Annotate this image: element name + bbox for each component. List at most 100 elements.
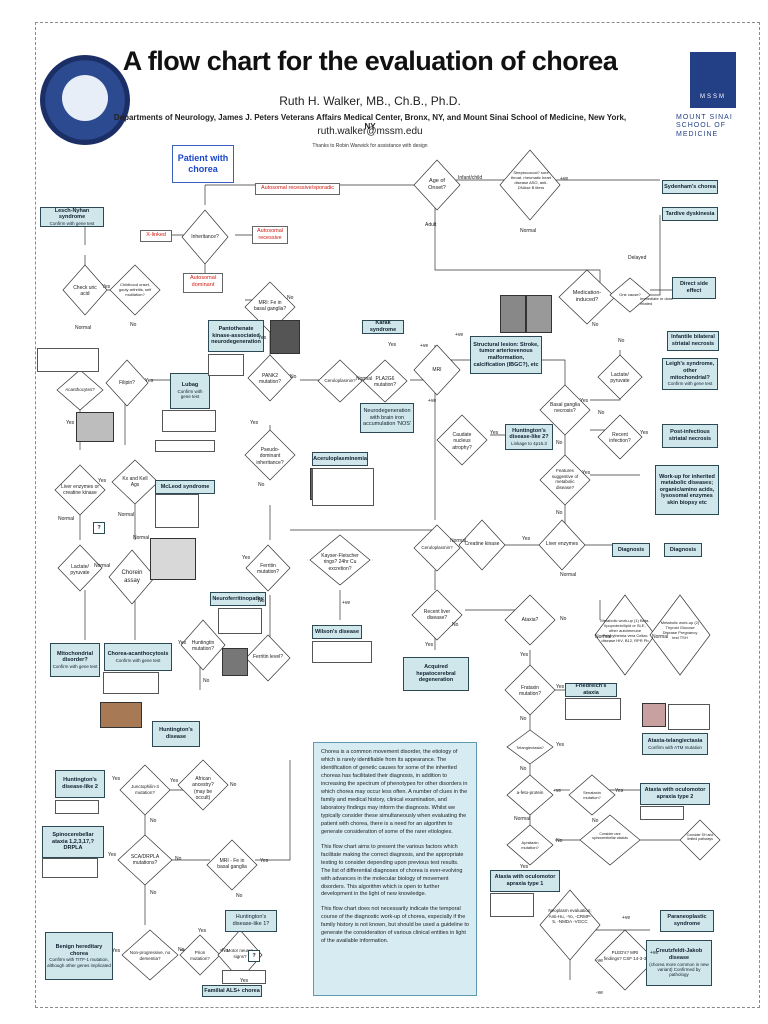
box-x-linked[interactable]: X-linked — [140, 230, 172, 242]
label-no-frataxin: No — [520, 716, 527, 722]
unknown-1-label: ? — [97, 524, 101, 531]
box-autosomal-recessive-sporadic[interactable]: Autosomal recessive/sporadic — [255, 183, 340, 195]
box-hdl2[interactable]: Huntington's disease-like 2?Linkage to 4… — [505, 424, 553, 450]
diamond-sca — [117, 834, 173, 886]
diamond-aprataxin — [506, 824, 554, 866]
diamond-childhood — [109, 264, 161, 316]
box-autosomal-recessive[interactable]: Autosomal recessive — [252, 226, 288, 244]
box-mcleod[interactable]: McLeod syndrome — [155, 480, 215, 494]
box-direct-side-effect[interactable]: Direct side effect — [672, 277, 716, 299]
box-aceruloplasminemia[interactable]: Aceruloplasminemia — [312, 452, 368, 466]
label-normal-cerulo2: Normal — [450, 538, 467, 544]
diamond-huntingtin — [180, 619, 226, 671]
label-yes-aprataxin: Yes — [520, 864, 529, 870]
label-no-telang: No — [520, 766, 527, 772]
bhc-sub: Confirm with TITF-1 mutation, although o… — [47, 957, 111, 968]
box-autosomal-dominant[interactable]: Autosomal dominant — [183, 273, 223, 293]
box-paraneoplastic[interactable]: Paraneoplastic syndrome — [660, 910, 714, 932]
label-normal-cerulo1: Normal — [356, 376, 373, 382]
workup-label: Work-up for inherited metabolic diseases… — [659, 473, 715, 506]
eye-telangiectasia-image — [642, 703, 666, 727]
senataxin-text: Senataxin mutation? — [583, 790, 601, 800]
hdl2-sub: Linkage to 4p16.3 — [511, 440, 547, 446]
label-pos-neoplasm: +ve — [622, 915, 631, 921]
label-yes-pla2g6: Yes — [388, 342, 397, 348]
box-diagnosis-1[interactable]: Diagnosis — [612, 543, 650, 557]
frataxin-text: Frataxin mutation? — [519, 685, 541, 698]
label-pos-kayser: +ve — [342, 600, 351, 606]
diamond-liver1 — [54, 464, 106, 516]
box-familial-als[interactable]: Familial ALS+ chorea — [202, 985, 262, 997]
bhc-title: Benign hereditary chorea — [55, 944, 103, 957]
box-huntington[interactable]: Huntington's disease — [152, 721, 200, 747]
box-friedreich[interactable]: Friedreich's ataxia — [565, 683, 617, 697]
mri-image-structural-1 — [500, 295, 526, 333]
label-no-mri-fe2: No — [236, 893, 243, 899]
box-structural[interactable]: Structural lesion: Stroke, tumor arterio… — [470, 336, 542, 374]
karak-label: Karak syndrome — [369, 320, 397, 333]
kx-kell-text: Kx and Kell Ags — [122, 476, 148, 489]
box-workup[interactable]: Work-up for inherited metabolic diseases… — [655, 465, 719, 515]
box-mitochondrial[interactable]: Mitochondrial disorder?Confirm with gene… — [50, 643, 100, 677]
box-wilson[interactable]: Wilson's disease — [312, 625, 362, 639]
box-aoa1[interactable]: Ataxia with oculomotor apraxia type 1 — [490, 870, 560, 892]
recent-infection-text: Recent infection? — [609, 432, 631, 445]
box-tardive[interactable]: Tardive dyskinesia — [662, 207, 718, 221]
diamond-nonprog — [121, 929, 179, 981]
note-friedreich — [565, 698, 621, 720]
liver2-text: Liver enzymes — [545, 541, 579, 547]
eagle-emblem — [62, 75, 108, 121]
label-infant-child: Infant/child — [458, 175, 483, 181]
diamond-metabolic-workup2 — [649, 594, 711, 676]
label-pos-pleds: +ve — [650, 950, 659, 956]
box-karak[interactable]: Karak syndrome — [362, 320, 404, 334]
label-neg-pleds: -ve — [596, 990, 603, 996]
label-normal-strep: Normal — [520, 228, 537, 234]
box-infantile[interactable]: Infantile bilateral striatal necrosis — [667, 331, 719, 351]
box-sydenham[interactable]: Sydenham's chorea — [662, 180, 718, 194]
label-normal-kx: Normal — [118, 512, 135, 518]
start-patient-with-chorea[interactable]: Patient with chorea — [172, 145, 234, 183]
huntingtin-text: Huntingtin mutation? — [191, 640, 215, 653]
box-postinfectious[interactable]: Post-infectious striatal necrosis — [662, 424, 718, 448]
label-no-prion: No — [222, 948, 229, 954]
box-unknown-1[interactable]: ? — [93, 522, 105, 534]
box-neuroferritinopathy[interactable]: Neuroferritinopathy — [210, 592, 266, 606]
panel-paragraph-2: This flow chart aims to present the vari… — [321, 843, 464, 898]
poster-email[interactable]: ruth.walker@mssm.edu — [317, 126, 423, 137]
box-leigh[interactable]: Leigh's syndrome, other mitochondrial?Co… — [662, 358, 718, 390]
diamond-neoplasm — [539, 889, 601, 961]
sca-drpla-label: Spinocerebellar ataxia 1,2,3,17,? DRPLA — [52, 832, 94, 852]
diamond-caudate — [436, 414, 488, 466]
label-no-senataxin: No — [592, 818, 599, 824]
box-pkan[interactable]: Pantothenate kinase-associated neurodege… — [208, 320, 264, 352]
a-feto-text: a-feto-protein — [516, 790, 544, 795]
hdl2b-label: Huntington's disease-like 2 — [62, 777, 98, 790]
box-hdl1[interactable]: Huntington's disease-like 1? — [225, 910, 277, 932]
box-hdl2-final[interactable]: Huntington's disease-like 2 — [55, 770, 105, 798]
box-nbia[interactable]: Neurodegeneration with brain iron accumu… — [360, 403, 414, 433]
pseudo-dominant-text: Pseudo-dominant inheritance? — [256, 447, 284, 466]
junctophilin-text: Junctophilin-3 mutation? — [131, 784, 159, 795]
box-sca-drpla[interactable]: Spinocerebellar ataxia 1,2,3,17,? DRPLA — [42, 826, 104, 858]
box-acquired-hepatocerebral[interactable]: Acquired hepatocerebral degeneration — [403, 657, 469, 691]
label-yes-frataxin: Yes — [556, 684, 565, 690]
box-unknown-2[interactable]: ? — [248, 950, 260, 962]
label-yes-motor: Yes — [240, 978, 249, 984]
aceruloplasminemia-label: Aceruloplasminemia — [313, 455, 367, 462]
label-no-childhood: No — [130, 322, 137, 328]
box-diagnosis-2[interactable]: Diagnosis — [664, 543, 702, 557]
diamond-african — [177, 759, 229, 811]
box-aoa2[interactable]: Ataxia with oculomotor apraxia type 2 — [640, 783, 710, 805]
childhood-text: Childhood onset, gouty arthritis, self m… — [118, 282, 152, 297]
sca-text: SCA/DRPLA mutations? — [130, 854, 160, 867]
ferritin-mut-text: Ferritin mutation? — [257, 563, 279, 576]
box-cjd[interactable]: Creutzfeldt-Jakob disease(chorea more co… — [646, 940, 712, 986]
label-yes-filipin: Yes — [145, 378, 154, 384]
label-yes-prion: Yes — [198, 928, 207, 934]
